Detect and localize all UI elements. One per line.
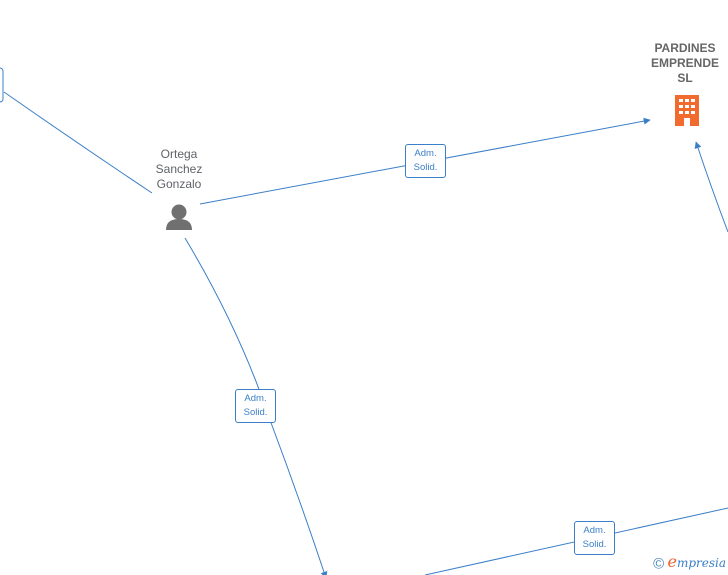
company-name[interactable]: PARDINES EMPRENDE SL <box>640 41 728 86</box>
brand-logo-text: mpresia <box>676 555 726 570</box>
company-name-line: SL <box>677 71 693 85</box>
edge-label-line: Adm. <box>414 148 437 159</box>
edge-label-bottom-right[interactable]: Adm. Solid. <box>574 521 615 555</box>
offscreen-edge-label-box <box>0 67 4 103</box>
edge-label-line: Solid. <box>413 162 438 173</box>
edge-label-line: Solid. <box>582 539 607 550</box>
person-name-line: Sanchez <box>155 162 203 176</box>
edge-label-to-company[interactable]: Adm. Solid. <box>405 144 446 178</box>
person-icon[interactable] <box>166 204 192 231</box>
copyright-symbol: © <box>653 555 665 572</box>
person-name-line: Gonzalo <box>156 177 202 191</box>
footer-brand[interactable]: © empresia <box>653 552 726 572</box>
edge-label-line: Adm. <box>244 393 267 404</box>
edge-label-down[interactable]: Adm. Solid. <box>235 389 276 423</box>
person-name-line: Ortega <box>160 147 198 161</box>
building-icon[interactable] <box>675 95 699 126</box>
edge-label-line: Solid. <box>243 407 268 418</box>
company-name-line: PARDINES <box>654 41 716 55</box>
brand-logo-initial: e <box>667 551 677 571</box>
company-name-line: EMPRENDE <box>650 56 719 70</box>
edge-offscreen-to-person <box>3 91 153 194</box>
person-name[interactable]: Ortega Sanchez Gonzalo <box>139 147 219 192</box>
edge-right-to-company <box>694 141 728 233</box>
edge-label-line: Adm. <box>583 525 606 536</box>
